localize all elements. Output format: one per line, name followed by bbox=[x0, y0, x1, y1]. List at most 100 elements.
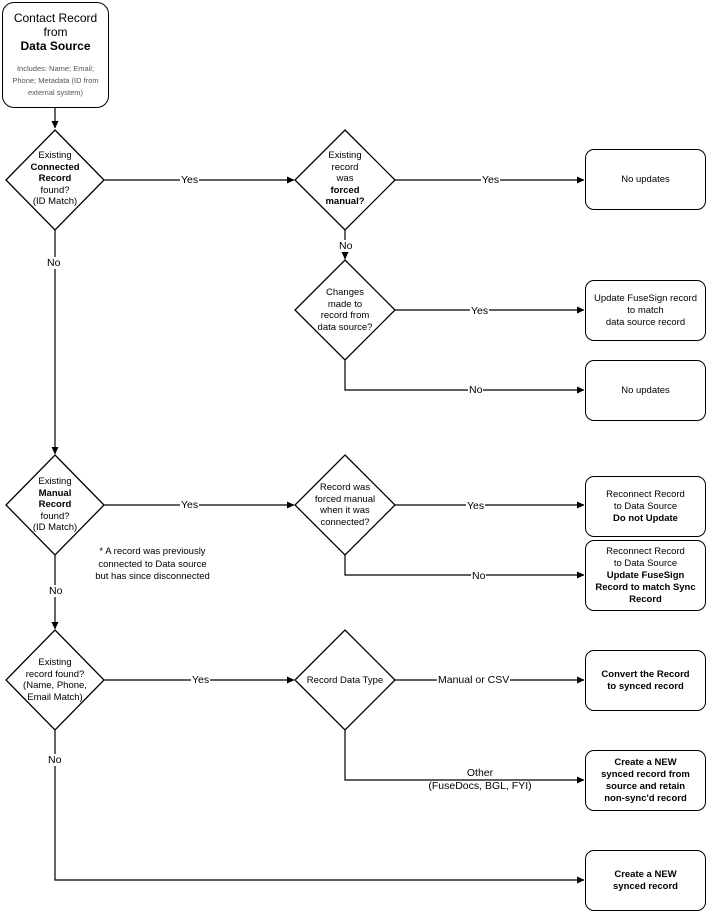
d6-line4: Email Match) bbox=[27, 691, 83, 703]
edge-d5-r5 bbox=[344, 555, 585, 579]
decision-d2-shape bbox=[294, 129, 396, 231]
decision-d6-text: Existing record found? (Name, Phone, Ema… bbox=[10, 657, 100, 703]
r5-line4: Record to match Sync bbox=[595, 581, 696, 593]
label-d3-no: No bbox=[468, 384, 484, 396]
label-d3-yes: Yes bbox=[470, 305, 490, 317]
start-includes-line2: Phone; Metadata (ID from bbox=[12, 76, 99, 85]
label-d4-yes: Yes bbox=[180, 499, 200, 511]
d6-line3: (Name, Phone, bbox=[23, 680, 87, 691]
result-r7: Create a NEW synced record from source a… bbox=[585, 750, 706, 811]
d4-line1: Existing bbox=[38, 476, 72, 487]
start-includes-line1: Includes: Name; Email; bbox=[16, 64, 95, 73]
d4-line2: Manual bbox=[38, 487, 72, 499]
d1-line2: Connected bbox=[30, 161, 80, 173]
d5-line1: Record was bbox=[319, 482, 371, 493]
decision-d7-shape bbox=[294, 629, 396, 731]
r4-line1: Reconnect Record bbox=[606, 488, 685, 500]
edge-d7-r7 bbox=[344, 730, 585, 784]
label-d6-yes: Yes bbox=[191, 674, 211, 686]
r5-line5: Record bbox=[629, 593, 662, 605]
r5-line2: to Data Source bbox=[613, 557, 678, 569]
decision-d4-text: Existing Manual Record found? (ID Match) bbox=[15, 476, 95, 534]
label-d1-yes: Yes bbox=[180, 174, 200, 186]
label-other: Other (FuseDocs, BGL, FYI) bbox=[420, 767, 540, 793]
r5-line1: Reconnect Record bbox=[606, 545, 685, 557]
r5-line3: Update FuseSign bbox=[606, 569, 685, 581]
label-d5-yes: Yes bbox=[466, 500, 486, 512]
result-r2: Update FuseSign record to match data sou… bbox=[585, 280, 706, 341]
decision-d4-shape bbox=[5, 454, 105, 556]
d1-line4: found? bbox=[40, 184, 70, 196]
edge-d3-r3 bbox=[344, 360, 585, 394]
start-title-line3: Data Source bbox=[20, 39, 91, 53]
label-other-line1: Other bbox=[466, 767, 494, 779]
r8-line1: Create a NEW bbox=[614, 868, 677, 880]
label-d6-no: No bbox=[47, 754, 63, 766]
d2-line4: forced bbox=[330, 184, 360, 196]
d1-line1: Existing bbox=[38, 150, 72, 161]
r4-line2: to Data Source bbox=[613, 500, 678, 512]
start-title-line1: Contact Record bbox=[13, 11, 98, 25]
decision-d2-text: Existing record was forced manual? bbox=[305, 150, 385, 208]
result-r1: No updates bbox=[585, 149, 706, 210]
decision-d1-shape bbox=[5, 129, 105, 231]
r3-line1: No updates bbox=[621, 384, 670, 396]
d3-line4: data source? bbox=[317, 321, 373, 333]
disconnected-note: * A record was previously connected to D… bbox=[85, 546, 220, 584]
d3-line1: Changes bbox=[325, 287, 365, 298]
d6-line1: Existing bbox=[38, 657, 72, 668]
label-manual-or-csv: Manual or CSV bbox=[437, 674, 511, 686]
r7-line1: Create a NEW bbox=[614, 756, 677, 768]
decision-d5-shape bbox=[294, 454, 396, 556]
start-includes-line3: external system) bbox=[27, 88, 84, 97]
label-d2-no: No bbox=[338, 240, 354, 252]
result-r3: No updates bbox=[585, 360, 706, 421]
d2-line5: manual? bbox=[325, 196, 365, 207]
result-r4: Reconnect Record to Data Source Do not U… bbox=[585, 476, 706, 537]
decision-d7-text: Record Data Type bbox=[300, 675, 390, 687]
r2-line1: Update FuseSign record bbox=[594, 292, 697, 304]
start-title-line2: from bbox=[43, 25, 68, 39]
d6-line2: record found? bbox=[25, 668, 85, 680]
label-other-line2: (FuseDocs, BGL, FYI) bbox=[428, 780, 532, 792]
note-line1: * A record was previously bbox=[99, 546, 206, 557]
d5-line2: forced manual bbox=[314, 493, 376, 505]
d2-line1: Existing bbox=[328, 150, 362, 161]
decision-d1-text: Existing Connected Record found? (ID Mat… bbox=[15, 150, 95, 208]
d4-line3: Record bbox=[38, 499, 72, 510]
r6-line2: to synced record bbox=[607, 680, 684, 692]
r6-line1: Convert the Record bbox=[601, 668, 690, 680]
label-d5-no: No bbox=[471, 570, 487, 582]
r2-line3: data source record bbox=[605, 316, 686, 328]
r1-line1: No updates bbox=[621, 173, 670, 185]
result-r6: Convert the Record to synced record bbox=[585, 650, 706, 711]
result-r5: Reconnect Record to Data Source Update F… bbox=[585, 540, 706, 611]
r7-line3: source and retain bbox=[605, 780, 686, 792]
d3-line2: made to bbox=[327, 298, 363, 310]
note-line3: but has since disconnected bbox=[95, 571, 210, 582]
r7-line2: synced record from bbox=[601, 768, 690, 780]
label-d1-no: No bbox=[46, 257, 62, 269]
d2-line2: record bbox=[331, 161, 359, 173]
r4-line3: Do not Update bbox=[613, 512, 678, 524]
note-line2: connected to Data source bbox=[98, 558, 207, 570]
d5-line3: when it was bbox=[320, 505, 370, 516]
r7-line4: non-sync'd record bbox=[604, 792, 687, 804]
d2-line3: was bbox=[336, 173, 354, 184]
r2-line2: to match bbox=[627, 304, 664, 316]
d3-line3: record from bbox=[320, 310, 370, 321]
start-node: Contact Record from Data Source Includes… bbox=[2, 2, 109, 108]
label-d4-no: No bbox=[48, 585, 64, 597]
result-r8: Create a NEW synced record bbox=[585, 850, 706, 911]
edge-d6-r8 bbox=[54, 730, 585, 884]
label-d2-yes: Yes bbox=[481, 174, 501, 186]
d4-line4: found? bbox=[40, 510, 70, 522]
decision-d3-text: Changes made to record from data source? bbox=[300, 287, 390, 333]
decision-d5-text: Record was forced manual when it was con… bbox=[300, 482, 390, 528]
decision-d6-shape bbox=[5, 629, 105, 731]
decision-d3-shape bbox=[294, 259, 396, 361]
d4-line5: (ID Match) bbox=[32, 522, 78, 533]
d7-line1: Record Data Type bbox=[306, 675, 384, 686]
d1-line5: (ID Match) bbox=[32, 196, 78, 207]
